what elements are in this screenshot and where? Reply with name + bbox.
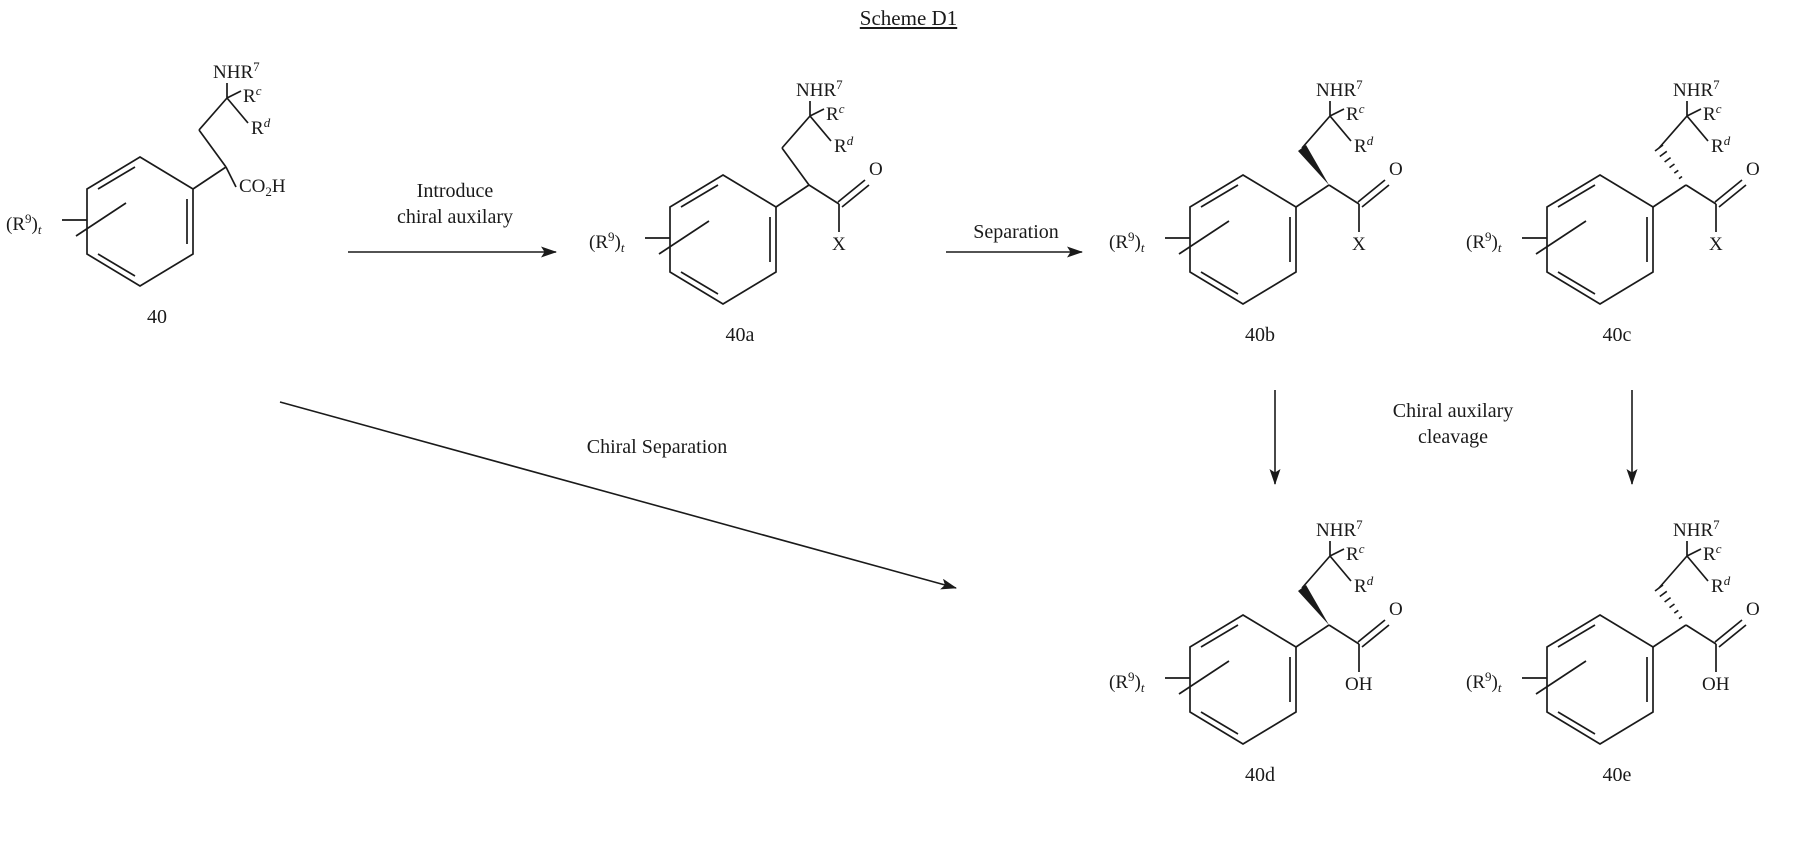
structure-40a-bonds-svg — [645, 101, 870, 305]
r9t-substituent-label: (R9)t — [1466, 669, 1502, 695]
structure-40b: (R9)t NHR7 Rc Rd O X 40b — [1105, 68, 1415, 368]
rd-substituent-label: Rd — [1354, 133, 1374, 157]
amine-label: NHR7 — [1316, 517, 1363, 541]
carbonyl-bonds — [1685, 619, 1747, 672]
aromatic-inner-bonds — [1557, 184, 1648, 295]
rc-substituent-label: Rc — [1346, 101, 1365, 125]
r9t-substituent-label: (R9)t — [1109, 669, 1145, 695]
wedge-bond-hashed — [1654, 584, 1683, 620]
arrow-label-introduce-line2: chiral auxilary — [396, 206, 514, 228]
rc-substituent-label: Rc — [1346, 541, 1365, 565]
r9-attachment-bonds — [1165, 660, 1230, 695]
amine-label: NHR7 — [213, 59, 260, 83]
carbonyl-bonds — [1328, 179, 1390, 232]
acid-bond — [225, 166, 237, 188]
structure-40e-bonds-svg — [1522, 541, 1747, 745]
rd-substituent-label: Rd — [1711, 573, 1731, 597]
structure-id-label: 40a — [725, 324, 755, 346]
auxiliary-x-label: X — [1709, 234, 1723, 255]
chain-bonds — [1652, 101, 1709, 208]
rc-substituent-label: Rc — [826, 101, 845, 125]
arrow-label-introduce-line1: Introduce — [416, 180, 494, 202]
chain-bonds — [775, 101, 832, 208]
aromatic-inner-bonds — [1557, 624, 1648, 735]
arrow-chiral-separation — [279, 401, 957, 590]
structure-40d-bonds-svg — [1165, 541, 1390, 745]
r9t-substituent-label: (R9)t — [1109, 229, 1145, 255]
aromatic-inner-bonds — [680, 184, 771, 295]
aromatic-inner-bonds — [1200, 184, 1291, 295]
chain-bonds — [192, 83, 249, 190]
rd-substituent-label: Rd — [1354, 573, 1374, 597]
r9-attachment-bonds — [1165, 220, 1230, 255]
r9-attachment-bonds — [1522, 660, 1587, 695]
carbonyl-bonds — [1685, 179, 1747, 232]
r9t-substituent-label: (R9)t — [1466, 229, 1502, 255]
structure-id-label: 40c — [1602, 324, 1632, 346]
aromatic-inner-bonds — [97, 166, 188, 277]
amine-label: NHR7 — [1316, 77, 1363, 101]
r9t-substituent-label: (R9)t — [589, 229, 625, 255]
arrow-label-chiral-separation: Chiral Separation — [586, 436, 728, 458]
chain-bonds — [1652, 541, 1709, 648]
structure-40: (R9)t NHR7 Rc Rd CO2H 40 — [2, 50, 312, 350]
structure-40-bonds-svg — [62, 83, 249, 287]
carbonyl-oxygen-label: O — [1389, 599, 1403, 620]
rd-substituent-label: Rd — [834, 133, 854, 157]
arrow-label-separation: Separation — [973, 221, 1059, 243]
structure-40a: (R9)t NHR7 Rc Rd O X 40a — [585, 68, 895, 368]
hydroxyl-label: OH — [1702, 674, 1730, 695]
wedge-bond-solid — [1298, 585, 1329, 625]
structure-id-label: 40d — [1245, 764, 1275, 786]
rd-substituent-label: Rd — [251, 115, 271, 139]
amine-label: NHR7 — [796, 77, 843, 101]
carbonyl-bonds — [1328, 619, 1390, 672]
carbonyl-oxygen-label: O — [1389, 159, 1403, 180]
structure-id-label: 40b — [1245, 324, 1275, 346]
aromatic-inner-bonds — [1200, 624, 1291, 735]
arrow-label-cleavage-line1: Chiral auxilary — [1392, 400, 1514, 422]
rc-substituent-label: Rc — [1703, 541, 1722, 565]
carbonyl-oxygen-label: O — [1746, 159, 1760, 180]
wedge-bond-solid — [1298, 145, 1329, 185]
arrow-label-cleavage-line2: cleavage — [1418, 426, 1488, 448]
rd-substituent-label: Rd — [1711, 133, 1731, 157]
structure-40e: (R9)t NHR7 Rc Rd O OH 40e — [1462, 508, 1772, 808]
structure-40d: (R9)t NHR7 Rc Rd O OH 40d — [1105, 508, 1415, 808]
wedge-bond-hashed — [1654, 144, 1683, 180]
auxiliary-x-label: X — [1352, 234, 1366, 255]
amine-label: NHR7 — [1673, 77, 1720, 101]
rc-substituent-label: Rc — [1703, 101, 1722, 125]
r9t-substituent-label: (R9)t — [6, 211, 42, 237]
rc-substituent-label: Rc — [243, 83, 262, 107]
scheme-title: Scheme D1 — [0, 6, 1817, 31]
r9-attachment-bonds — [645, 220, 710, 255]
r9-attachment-bonds — [62, 202, 127, 237]
carbonyl-bonds — [808, 179, 870, 232]
structure-40c: (R9)t NHR7 Rc Rd O X 40c — [1462, 68, 1772, 368]
arrow-label-cleavage: Chiral auxilary cleavage — [1350, 398, 1556, 450]
carbonyl-oxygen-label: O — [869, 159, 883, 180]
hydroxyl-label: OH — [1345, 674, 1373, 695]
chain-bonds — [1295, 541, 1352, 648]
structure-id-label: 40e — [1602, 764, 1632, 786]
scheme-title-text: Scheme D1 — [859, 6, 958, 30]
carbonyl-oxygen-label: O — [1746, 599, 1760, 620]
arrow-label-introduce: Introduce chiral auxilary — [345, 178, 565, 230]
amine-label: NHR7 — [1673, 517, 1720, 541]
structure-40b-bonds-svg — [1165, 101, 1390, 305]
structure-id-label: 40 — [147, 306, 167, 328]
structure-40c-bonds-svg — [1522, 101, 1747, 305]
r9-attachment-bonds — [1522, 220, 1587, 255]
auxiliary-x-label: X — [832, 234, 846, 255]
chain-bonds — [1295, 101, 1352, 208]
carboxylic-acid-label: CO2H — [239, 176, 286, 199]
